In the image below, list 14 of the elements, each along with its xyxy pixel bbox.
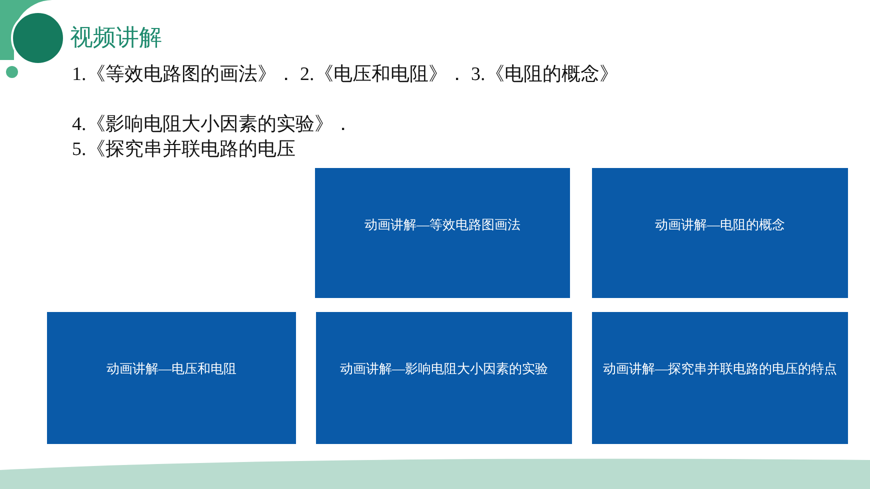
panel-caption: 动画讲解—探究串并联电路的电压的特点 [603, 360, 837, 378]
list-item-text: 5.《探究串并联电路的电压 [72, 138, 296, 162]
video-panel [592, 168, 848, 298]
slide-title: 视频讲解 [70, 24, 162, 53]
panel-caption: 动画讲解—影响电阻大小因素的实验 [340, 360, 548, 378]
list-item-text: 4.《影响电阻大小因素的实验》． [72, 113, 354, 137]
list-item-text: 1.《等效电路图的画法》． 2.《电压和电阻》． 3.《电阻的概念》 [72, 63, 620, 87]
video-panel [592, 312, 848, 444]
video-panel [47, 312, 296, 444]
panel-caption: 动画讲解—电压和电阻 [106, 360, 236, 378]
panel-caption: 动画讲解—等效电路图画法 [364, 216, 520, 234]
video-panel [315, 168, 570, 298]
video-panel [316, 312, 572, 444]
panel-caption: 动画讲解—电阻的概念 [655, 216, 785, 234]
